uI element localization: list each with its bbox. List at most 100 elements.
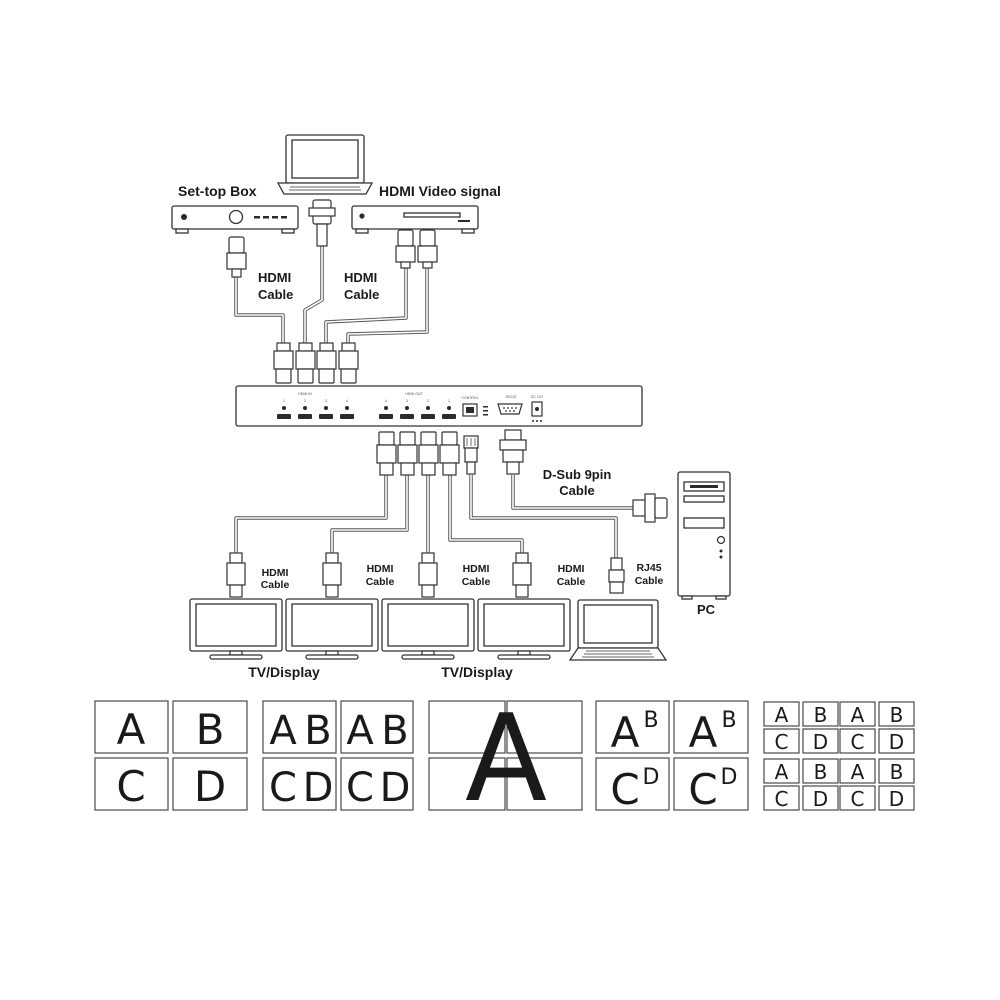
hdmi-cable-label: HDMI bbox=[258, 270, 291, 285]
tile-letter: C bbox=[775, 787, 789, 811]
tile-letter: C bbox=[775, 730, 789, 754]
dc-label: DC 12V bbox=[531, 395, 544, 399]
hdmi-cable-label: Cable bbox=[261, 579, 290, 591]
dsub-cable-label: Cable bbox=[559, 483, 594, 498]
grid-tile bbox=[763, 785, 800, 811]
layout-quad-per-screen: A B A B C D C D bbox=[262, 700, 414, 811]
rs232-label: RS232 bbox=[506, 395, 517, 399]
grid-tile bbox=[839, 701, 876, 727]
tile-letter: D bbox=[813, 730, 828, 754]
hdmi-input-plugs bbox=[273, 342, 359, 384]
hdmi-video-signal-label: HDMI Video signal bbox=[379, 183, 501, 199]
tile-letter: A bbox=[851, 760, 865, 784]
tile-letter: C bbox=[116, 762, 145, 811]
hdmi-cable-label: HDMI bbox=[367, 563, 394, 575]
port-number: 4 bbox=[346, 399, 348, 403]
set-top-box-icon bbox=[171, 205, 299, 234]
tv-display-1-icon bbox=[189, 598, 283, 660]
tile-letter: B bbox=[814, 703, 828, 727]
port-number: 2 bbox=[304, 399, 306, 403]
hdmi-in-label: HDMI IN bbox=[298, 392, 312, 396]
tile-letter: D bbox=[643, 765, 660, 790]
hdmi-plug-icon bbox=[395, 229, 416, 269]
hdmi-plug-icon bbox=[417, 229, 438, 269]
tile-letter: D bbox=[813, 787, 828, 811]
hdmi-plug-icon bbox=[308, 199, 336, 247]
tile-letter: A bbox=[689, 708, 718, 757]
tile-letter: C bbox=[346, 765, 374, 811]
hdmi-plug-icon bbox=[226, 236, 247, 278]
tile-letter: A bbox=[851, 703, 865, 727]
rj45-plug-icon bbox=[463, 435, 479, 475]
laptop-control-icon bbox=[568, 599, 668, 661]
display-hdmi-plugs bbox=[226, 552, 532, 598]
tile-letter: B bbox=[381, 708, 408, 754]
status-leds bbox=[483, 406, 488, 416]
pc-label: PC bbox=[697, 602, 716, 617]
layout-superscript: A B A B C D C D bbox=[595, 700, 749, 814]
tile-letter: C bbox=[269, 765, 297, 811]
port-number: 1 bbox=[448, 399, 450, 403]
tv-display-4-icon bbox=[477, 598, 571, 660]
tile-letter: A bbox=[269, 708, 297, 754]
tile-letter: B bbox=[643, 708, 658, 733]
control-label: CONTROL bbox=[461, 396, 478, 400]
dsub-cable-label: D-Sub 9pin bbox=[543, 467, 612, 482]
port-number: 4 bbox=[385, 399, 387, 403]
grid-tile bbox=[839, 728, 876, 754]
hdmi-cable-label: Cable bbox=[258, 287, 293, 302]
hdmi-cable-label: Cable bbox=[557, 576, 586, 588]
port-number: 2 bbox=[427, 399, 429, 403]
dsub-connector-icon bbox=[632, 493, 668, 523]
tile-letter: D bbox=[889, 787, 904, 811]
tile-letter: B bbox=[814, 760, 828, 784]
tv-display-2-icon bbox=[285, 598, 379, 660]
rj45-cable-label: RJ45 bbox=[636, 562, 661, 574]
tile-letter: C bbox=[610, 765, 639, 814]
grid-tile bbox=[878, 785, 915, 811]
tile-letter: C bbox=[851, 730, 865, 754]
tile-letter: D bbox=[194, 762, 226, 811]
dc-power-port-icon bbox=[531, 401, 543, 422]
set-top-box-label: Set-top Box bbox=[178, 183, 257, 199]
tile-letter: D bbox=[721, 765, 738, 790]
laptop-source-icon bbox=[276, 134, 374, 195]
grid-tile bbox=[763, 701, 800, 727]
grid-tile bbox=[839, 758, 876, 784]
hdmi-cable-label: HDMI bbox=[344, 270, 377, 285]
hdmi-cable-label: HDMI bbox=[463, 563, 490, 575]
hdmi-cable-label: Cable bbox=[344, 287, 379, 302]
tile-letter: B bbox=[721, 708, 736, 733]
grid-tile bbox=[878, 728, 915, 754]
grid-tile bbox=[878, 758, 915, 784]
rj45-laptop-plug-icon bbox=[608, 557, 625, 594]
tile-letter: C bbox=[851, 787, 865, 811]
hdmi-out-label: HDMI OUT bbox=[405, 392, 423, 396]
tile-letter: A bbox=[611, 708, 640, 757]
hdmi-cable-label: HDMI bbox=[262, 567, 289, 579]
matrix-switch: HDMI IN HDMI OUT CONTROL RS232 DC 12V 1 … bbox=[235, 385, 643, 427]
tile-letter: A bbox=[465, 690, 547, 829]
hdmi-in-ports bbox=[277, 406, 354, 419]
hdmi-cable-label: HDMI bbox=[558, 563, 585, 575]
port-number: 1 bbox=[283, 399, 285, 403]
rj45-cable-label: Cable bbox=[635, 575, 664, 587]
tile-letter: D bbox=[380, 765, 411, 811]
hdmi-cable-label: Cable bbox=[462, 576, 491, 588]
pc-tower-icon bbox=[677, 471, 731, 600]
tile-letter: B bbox=[890, 703, 904, 727]
tv-display-label: TV/Display bbox=[441, 664, 513, 680]
grid-tile bbox=[802, 758, 839, 784]
port-number: 3 bbox=[325, 399, 327, 403]
grid-tile bbox=[802, 728, 839, 754]
tv-display-3-icon bbox=[381, 598, 475, 660]
rs232-port-icon bbox=[497, 403, 523, 415]
dsub-plug-icon bbox=[499, 429, 527, 475]
tile-letter: A bbox=[775, 760, 789, 784]
tile-letter: A bbox=[346, 708, 374, 754]
tile-letter: D bbox=[889, 730, 904, 754]
tile-letter: C bbox=[688, 765, 717, 814]
tile-letter: A bbox=[117, 705, 146, 754]
